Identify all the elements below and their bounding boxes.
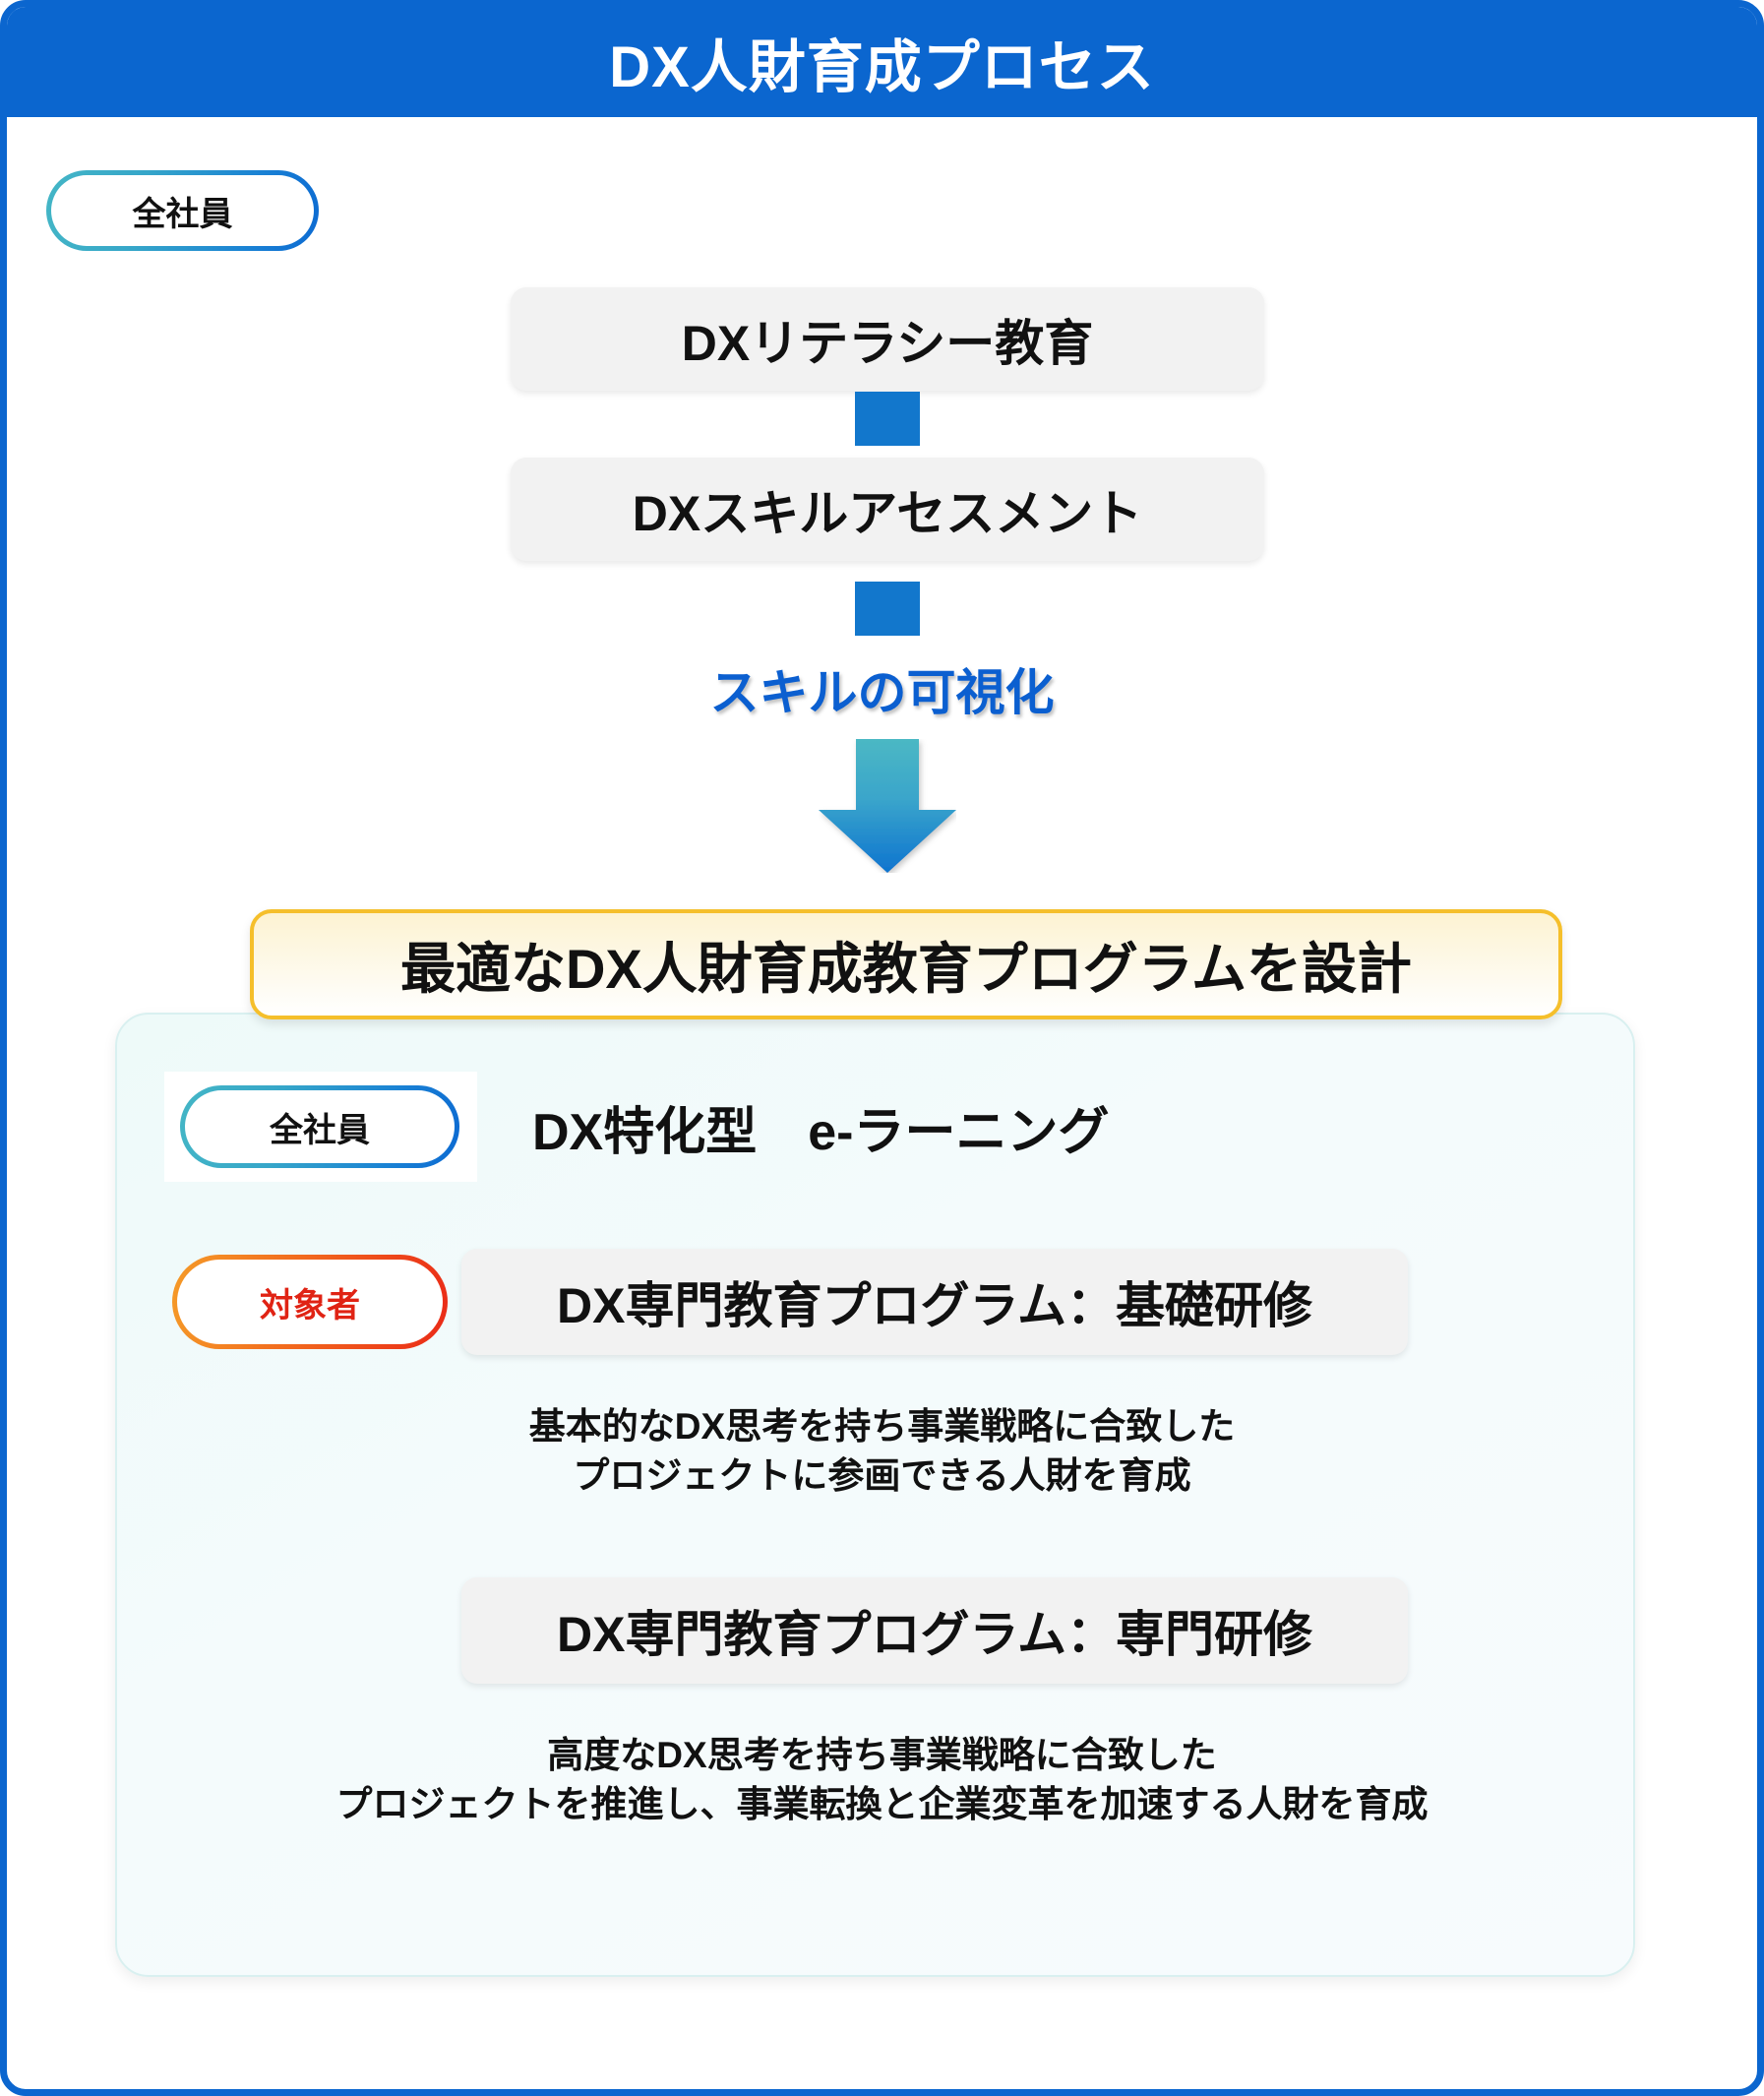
flow-step-dx-literacy: DXリテラシー教育 xyxy=(511,287,1264,391)
program-advanced-description-line-1: 高度なDX思考を持ち事業戦略に合致した xyxy=(547,1735,1217,1775)
badge-all-employees-inner-label: 全社員 xyxy=(270,1111,370,1149)
badge-target-persons: 対象者 xyxy=(172,1255,448,1349)
design-banner: 最適なDX人財育成教育プログラムを設計 xyxy=(250,909,1562,1019)
badge-all-employees-inner-wrap: 全社員 xyxy=(164,1072,477,1182)
header-bar: DX人財育成プロセス xyxy=(7,7,1757,117)
program-advanced-description: 高度なDX思考を持ち事業戦略に合致した プロジェクトを推進し、事業転換と企業変革… xyxy=(7,1731,1757,1829)
row-target-persons: 対象者 xyxy=(172,1255,448,1349)
badge-target-persons-label: 対象者 xyxy=(260,1286,360,1325)
program-advanced-box: DX専門教育プログラム：専門研修 xyxy=(461,1577,1408,1684)
design-banner-label: 最適なDX人財育成教育プログラムを設計 xyxy=(399,937,1413,1000)
flow-step-dx-skill-assessment: DXスキルアセスメント xyxy=(511,458,1264,561)
page-title: DX人財育成プロセス xyxy=(609,35,1155,99)
program-advanced-description-line-2: プロジェクトを推進し、事業転換と企業変革を加速する人財を育成 xyxy=(335,1783,1429,1824)
program-elearning-title: DX特化型 e-ラーニング xyxy=(532,1103,1110,1161)
skill-visualization-label: スキルの可視化 xyxy=(709,665,1055,720)
badge-all-employees-inner: 全社員 xyxy=(180,1085,459,1168)
badge-all-employees-top: 全社員 xyxy=(46,170,319,251)
flow-step-1-label: DXリテラシー教育 xyxy=(681,315,1094,371)
row-elearning: 全社員 DX特化型 e-ラーニング xyxy=(164,1072,1109,1182)
badge-all-employees-top-label: 全社員 xyxy=(132,195,233,233)
program-basic-description-line-2: プロジェクトに参画できる人財を育成 xyxy=(573,1454,1191,1496)
program-basic-description-line-1: 基本的なDX思考を持ち事業戦略に合致した xyxy=(528,1406,1236,1447)
connector-square-1 xyxy=(855,392,920,446)
program-advanced-title: DX専門教育プログラム：専門研修 xyxy=(557,1607,1312,1662)
flow-step-2-label: DXスキルアセスメント xyxy=(632,485,1143,541)
connector-square-2 xyxy=(855,582,920,636)
program-basic-box: DX専門教育プログラム：基礎研修 xyxy=(461,1249,1408,1355)
program-basic-title: DX専門教育プログラム：基礎研修 xyxy=(557,1278,1312,1333)
down-arrow-icon xyxy=(819,739,956,873)
program-basic-description: 基本的なDX思考を持ち事業戦略に合致した プロジェクトに参画できる人財を育成 xyxy=(7,1402,1757,1501)
